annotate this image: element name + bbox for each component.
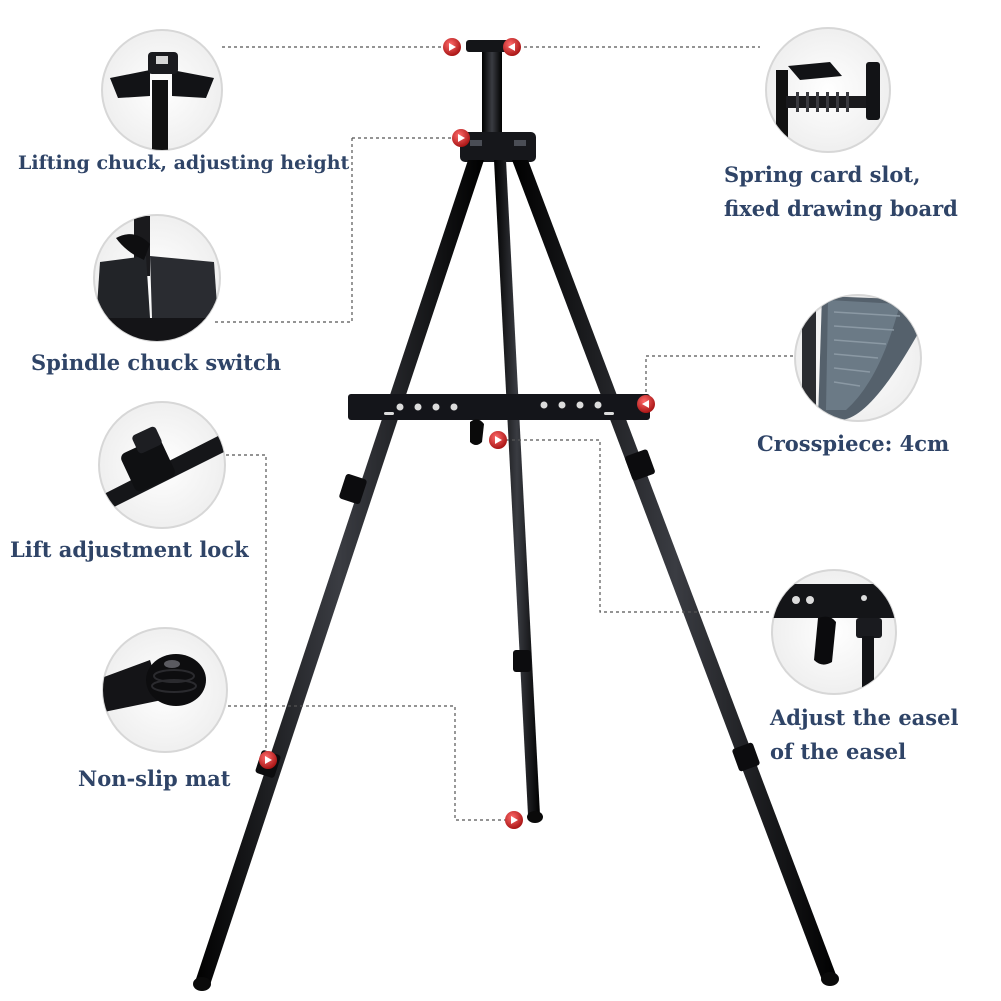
easel-right-leg	[512, 160, 838, 980]
marker-top-left	[443, 38, 461, 56]
easel	[193, 40, 839, 991]
easel-mast-top	[482, 44, 502, 144]
red-markers	[259, 38, 655, 829]
label-adjust-easel-line2: of the easel	[770, 739, 907, 764]
marker-left-lock	[259, 751, 277, 769]
label-adjust-easel: Adjust the easel of the easel	[770, 701, 958, 769]
label-spindle-chuck: Spindle chuck switch	[31, 350, 282, 375]
label-lifting-chuck: Lifting chuck, adjusting height	[18, 152, 350, 174]
marker-tray	[489, 431, 507, 449]
easel-crosspiece	[348, 394, 650, 420]
crosspiece-closeup	[794, 294, 922, 422]
label-non-slip: Non-slip mat	[78, 766, 231, 791]
marker-foot	[505, 811, 523, 829]
spring-clamp-closeup	[765, 27, 891, 153]
label-lift-lock: Lift adjustment lock	[10, 537, 249, 562]
marker-head	[452, 129, 470, 147]
marker-crosspiece	[637, 395, 655, 413]
easel-left-leg	[194, 160, 484, 985]
rubber-foot-closeup	[102, 627, 228, 753]
marker-top-right	[503, 38, 521, 56]
spindle-chuck-closeup	[93, 214, 221, 342]
lifting-chuck-closeup	[101, 29, 223, 151]
label-crosspiece: Crosspiece: 4cm	[757, 431, 950, 456]
easel-center-leg	[494, 160, 540, 815]
easel-head-block	[460, 132, 536, 162]
label-adjust-easel-line1: Adjust the easel	[770, 705, 959, 730]
leader-lines	[208, 46, 795, 821]
tray-knob-closeup	[771, 569, 897, 695]
label-spring-slot-line2: fixed drawing board	[724, 196, 958, 221]
label-spring-slot-line1: Spring card slot,	[724, 162, 921, 187]
lift-lock-closeup	[98, 401, 226, 529]
label-spring-slot: Spring card slot, fixed drawing board	[724, 158, 958, 226]
